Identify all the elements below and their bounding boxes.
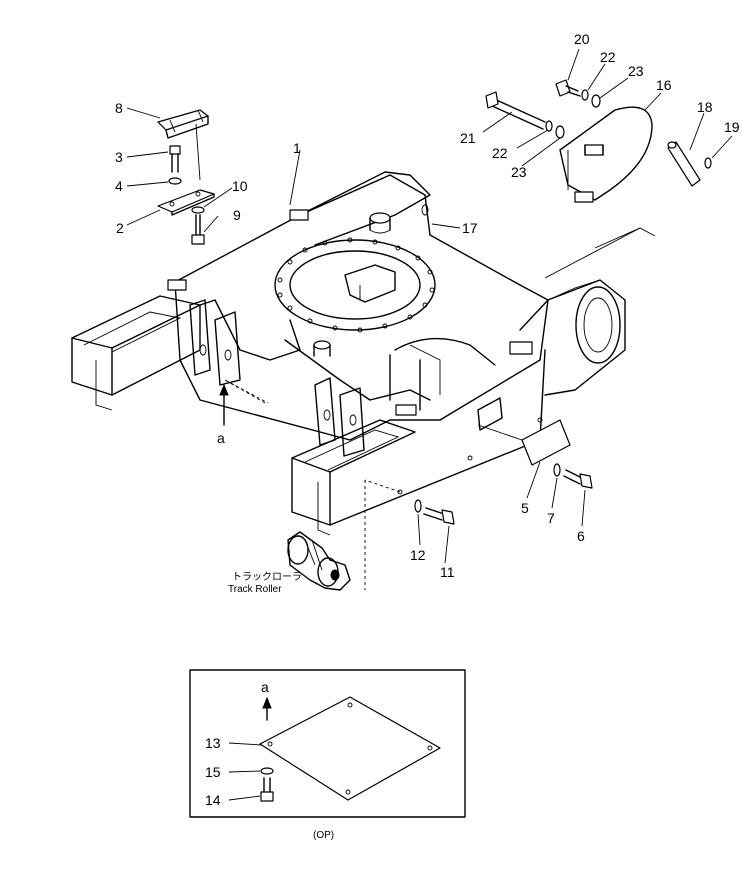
label-12: 12: [410, 547, 426, 563]
label-1: 1: [293, 140, 301, 156]
label-6: 6: [577, 528, 585, 544]
label-8: 8: [115, 100, 123, 116]
part-9-bolt: [191, 214, 205, 245]
part-18-pin: [667, 141, 701, 187]
track-roller: トラックローラ Track Roller: [228, 531, 351, 595]
label-19: 19: [724, 119, 740, 135]
label-10: 10: [232, 178, 248, 194]
part-11-bolt: [423, 507, 455, 525]
part-3-bolt: [169, 145, 181, 173]
label-14: 14: [205, 792, 221, 808]
part-number-labels: 1 2 3 4 5 6 7 8 9 10 11 12 13 14 15 16 1…: [115, 31, 740, 808]
part-21-long-bolt: [485, 91, 546, 130]
label-23-lower: 23: [511, 164, 527, 180]
part-23-washer-upper: [591, 94, 601, 108]
track-roller-jp-label: トラックローラ: [232, 571, 302, 583]
label-13: 13: [205, 735, 221, 751]
part-16-cover: [559, 106, 653, 203]
part-4-washer: [168, 177, 182, 185]
part-6-bolt: [563, 469, 593, 489]
view-label-a: a: [217, 430, 225, 446]
inset-caption: (OP): [313, 830, 334, 841]
part-20-bolt: [555, 79, 581, 97]
part-15-washer: [260, 767, 274, 775]
track-roller-en-label: Track Roller: [228, 584, 282, 595]
label-3: 3: [115, 149, 123, 165]
view-arrow-a: a: [217, 383, 229, 446]
label-5: 5: [521, 500, 529, 516]
label-20: 20: [574, 31, 590, 47]
part-14-bolt: [263, 777, 271, 793]
label-22-lower: 22: [492, 145, 508, 161]
part-13-under-cover: [259, 696, 441, 801]
part-19-washer: [704, 157, 712, 169]
part-12-washer: [414, 499, 422, 513]
label-23-upper: 23: [628, 63, 644, 79]
inset-view-label-a: a: [261, 679, 269, 695]
label-7: 7: [547, 510, 555, 526]
label-22-upper: 22: [600, 49, 616, 65]
part-22-washer-lower: [545, 120, 553, 132]
label-2: 2: [116, 220, 124, 236]
part-7-washer: [553, 463, 561, 477]
inset-option-box: a (OP): [189, 669, 466, 841]
label-18: 18: [697, 99, 713, 115]
label-16: 16: [656, 77, 672, 93]
track-frame: [71, 171, 656, 590]
part-2-plate: [157, 189, 215, 216]
label-15: 15: [205, 764, 221, 780]
label-4: 4: [115, 178, 123, 194]
part-10-washer: [191, 206, 205, 214]
part-8-bracket: [157, 109, 209, 181]
label-17: 17: [462, 220, 478, 236]
part-22-washer-upper: [581, 89, 589, 101]
part-23-washer-lower: [555, 125, 565, 139]
label-9: 9: [233, 207, 241, 223]
label-21: 21: [460, 130, 476, 146]
leader-lines: [126, 48, 733, 564]
label-11: 11: [440, 564, 455, 580]
part-5-plate: [477, 419, 571, 466]
